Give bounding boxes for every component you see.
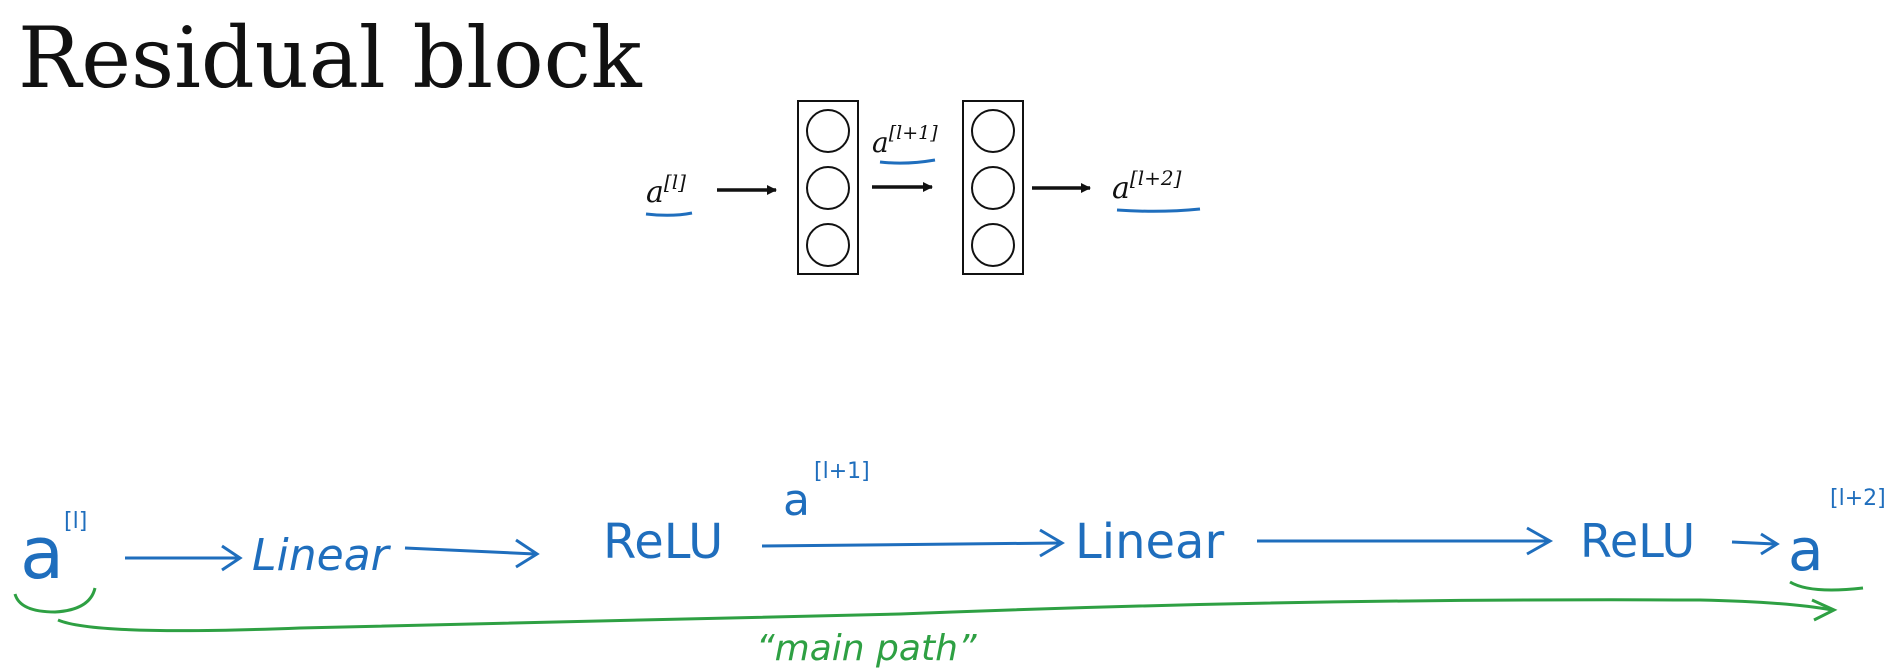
hand-mid-superscript: [l+1]: [814, 459, 870, 484]
hand-arrow-3: [761, 541, 1061, 548]
hand-arrow-5: [1731, 540, 1776, 546]
neuron: [971, 109, 1015, 153]
main-path-curve: [57, 598, 1833, 633]
main-path-label: “main path”: [756, 628, 977, 669]
layer-2-box: [962, 100, 1024, 275]
neuron: [806, 109, 850, 153]
input-underline: [645, 211, 693, 217]
hand-input-superscript: [l]: [64, 509, 87, 534]
neuron: [806, 166, 850, 210]
output-underline: [1116, 207, 1201, 213]
layer-1-box: [797, 100, 859, 275]
output-bracket: [1789, 580, 1864, 592]
middle-underline: [879, 158, 936, 165]
neuron: [971, 166, 1015, 210]
hand-linear-2: Linear: [1075, 514, 1224, 570]
input-bracket: [13, 587, 97, 614]
hand-mid-a: a: [783, 475, 810, 526]
top-network-diagram: a[l] a[l+1] a[l+2]: [645, 100, 1201, 275]
neuron: [806, 223, 850, 267]
input-activation-label: a[l]: [646, 170, 686, 210]
hand-input-a: a: [20, 511, 64, 595]
hand-arrow-2: [404, 546, 536, 556]
middle-activation-label: a[l+1]: [872, 122, 938, 159]
output-activation-label: a[l+2]: [1112, 166, 1182, 206]
layer-2: [962, 100, 1024, 275]
handwritten-main-path: a [l] Linear ReLU a [l+1] Linear ReLU a …: [20, 459, 1886, 595]
slide-title: Residual block: [18, 9, 642, 107]
main-path-bracket: “main path”: [13, 580, 1864, 669]
hand-output-a: a: [1788, 516, 1824, 584]
neuron: [971, 223, 1015, 267]
hand-linear-1: Linear: [252, 530, 392, 581]
hand-relu-1: ReLU: [603, 514, 723, 570]
hand-relu-2: ReLU: [1580, 514, 1695, 568]
layer-1: [797, 100, 859, 275]
hand-output-superscript: [l+2]: [1830, 486, 1886, 511]
